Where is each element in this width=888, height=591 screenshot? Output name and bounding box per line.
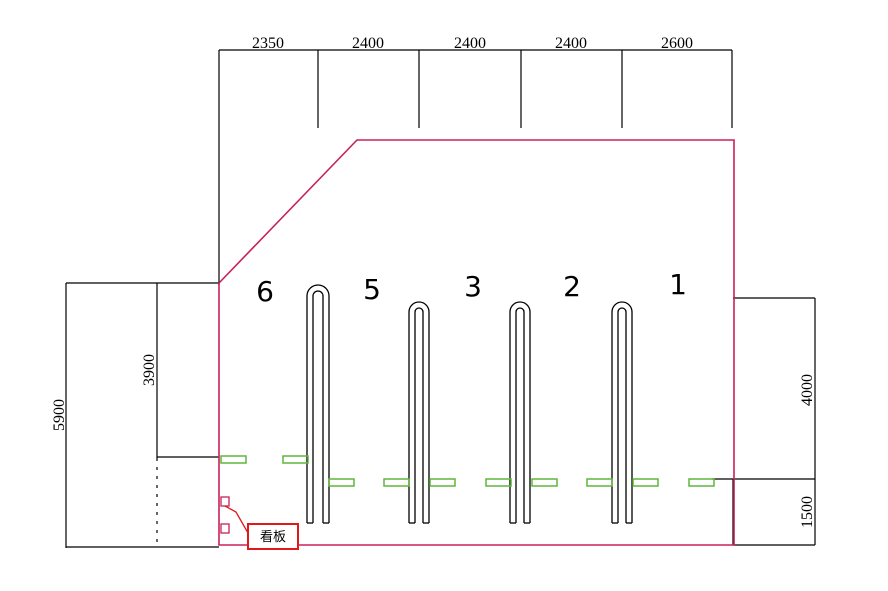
parking-dividers [306,284,633,524]
stall-markers [220,455,715,487]
divider-4 [611,301,633,524]
row-label-6: 6 [256,275,274,308]
top-dimension-chain [218,49,733,285]
signboard-label-box [247,523,299,550]
top-dim-2: 2400 [352,35,384,52]
signboard-marker [220,496,249,534]
right-upper-dim: 4000 [799,374,816,406]
left-outer-dim: 5900 [51,399,68,431]
top-dim-4: 2400 [555,35,587,52]
right-dimensions [712,297,816,546]
divider-3 [509,301,531,524]
divider-1 [306,284,330,524]
right-lower-dim: 1500 [799,496,816,528]
row-label-1: 1 [669,268,687,301]
row-label-2: 2 [563,270,581,303]
left-inner-dim: 3900 [141,354,158,386]
divider-2 [408,301,430,524]
lot-boundary [218,139,735,546]
signboard-label: 看板 [260,529,286,545]
top-dim-5: 2600 [661,35,693,52]
left-dimensions [65,282,219,548]
row-label-3: 3 [464,270,482,303]
top-dim-1: 2350 [252,35,284,52]
row-label-5: 5 [363,273,381,306]
top-dim-3: 2400 [454,35,486,52]
